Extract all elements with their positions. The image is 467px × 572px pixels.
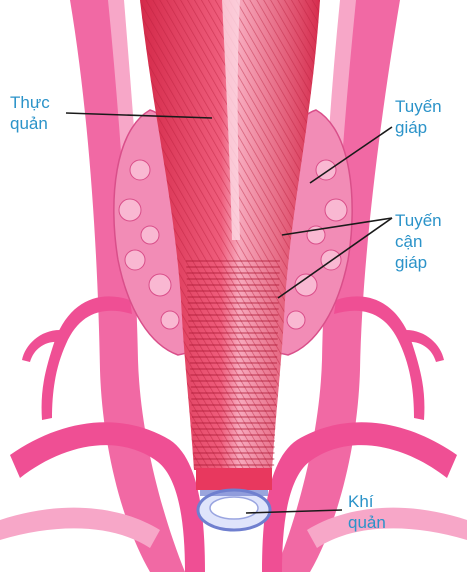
trachea-cross-section (196, 468, 272, 530)
parathyroid-label: Tuyến cận giáp (395, 210, 442, 273)
esophagus-label: Thực quản (10, 92, 50, 134)
thyroid-label: Tuyến giáp (395, 96, 442, 138)
trachea-label: Khí quản (348, 491, 386, 533)
